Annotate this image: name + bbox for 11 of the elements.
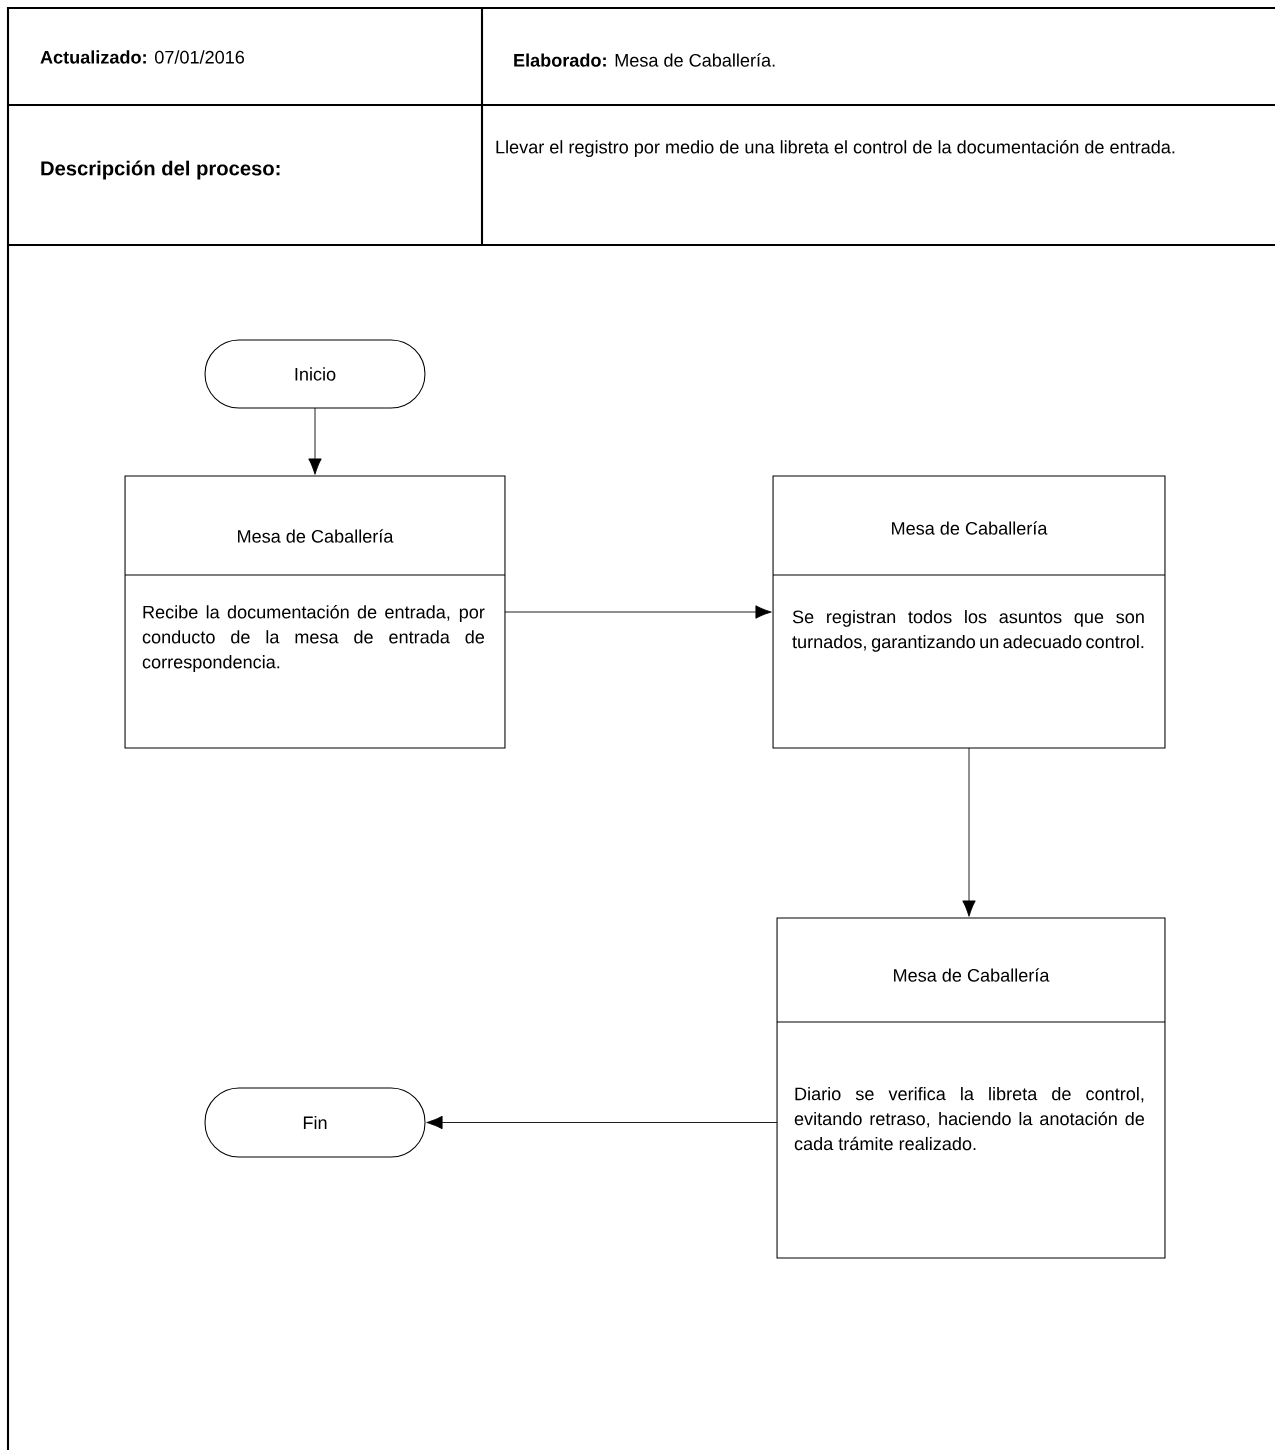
header-cell-text: Descripción del proceso: <box>41 160 280 180</box>
process-box: Mesa de Caballería Recibe la documentación de entrada, por conducto de la mesa de entrada de correspondencia. <box>124 475 506 749</box>
process-box: Mesa de Caballería Se registran todos los asuntos que son turnados, garantizando un adecuado control. <box>772 475 1166 749</box>
header-cell-text: Actualizado: 07/01/2016 <box>40 50 245 64</box>
arrow <box>426 1115 778 1130</box>
description-text: Llevar el registro por medio de una libreta el control de la documentación de entrada. <box>496 140 1175 158</box>
header-cell-text: Elaborado: Mesa de Caballería. <box>514 53 775 67</box>
arrow <box>962 747 976 917</box>
arrow <box>308 407 322 475</box>
process-box: Mesa de Caballería Diario se verifica la libreta de control, evitando retraso, haciendo la anotación de cada trámite realizado. <box>776 917 1166 1259</box>
arrow <box>504 605 772 619</box>
